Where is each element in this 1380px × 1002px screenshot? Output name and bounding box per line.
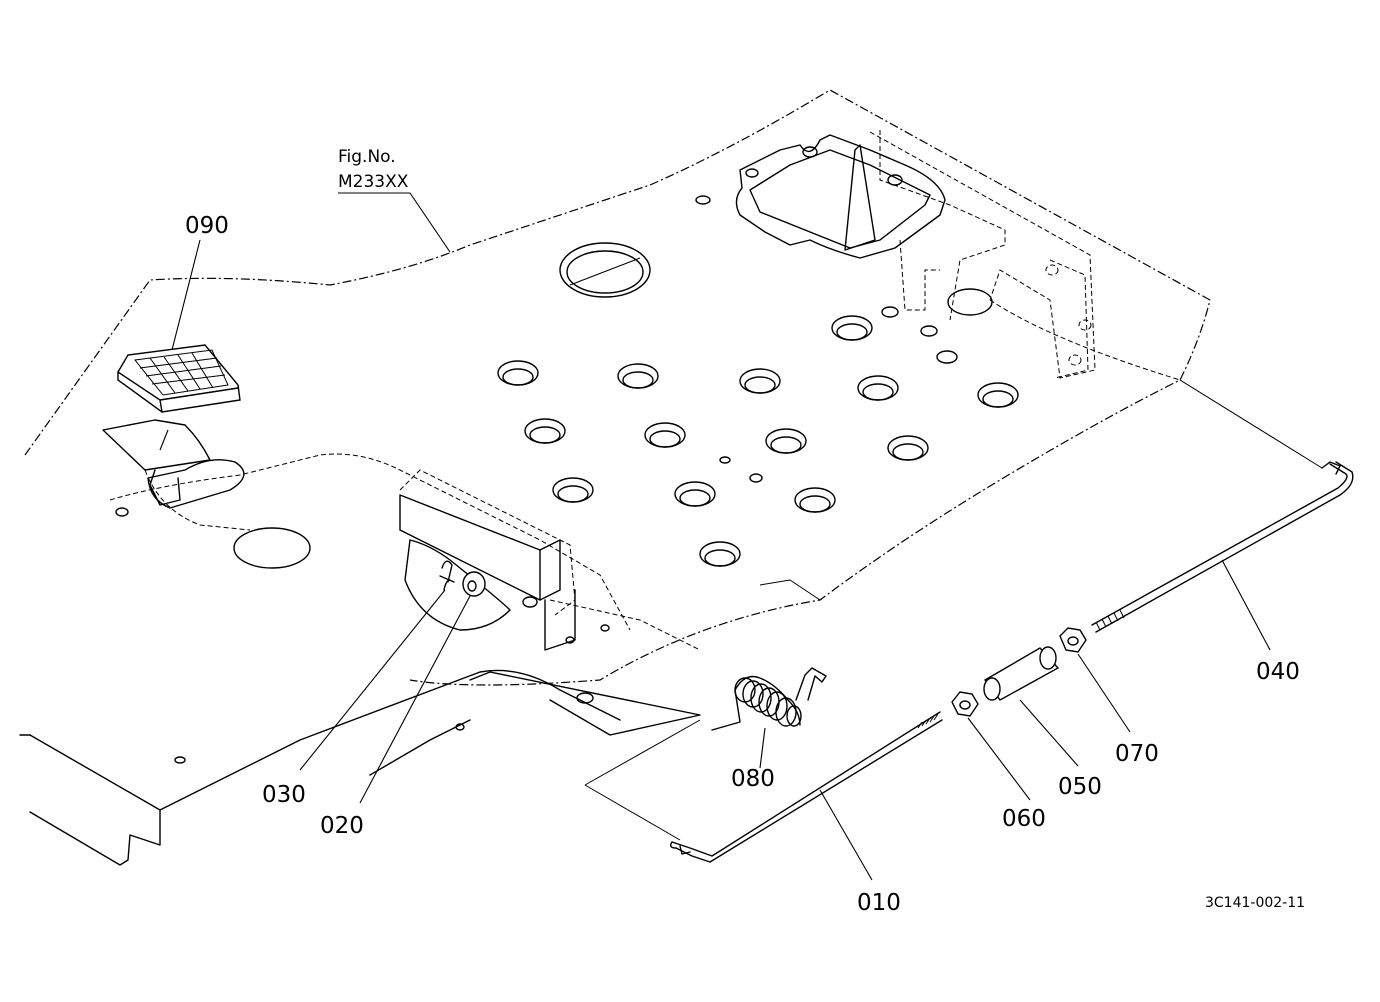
rod-010	[669, 711, 943, 863]
bracket	[369, 494, 701, 776]
grommet-row-2	[524, 418, 929, 461]
part-label-040: 040	[1256, 659, 1300, 685]
hidden-frame	[109, 453, 701, 651]
part-labels: 090 030 020 080 010 060 050 070 040	[185, 213, 1300, 916]
leader-lines	[159, 192, 1271, 881]
part-label-030: 030	[262, 782, 306, 808]
part-label-060: 060	[1002, 806, 1046, 832]
pin-030	[439, 560, 455, 591]
nut-070	[1059, 627, 1087, 653]
floor-grommets	[497, 168, 1019, 567]
grommet-row-1	[497, 315, 1019, 408]
spring-080	[711, 667, 827, 731]
pedal-bracket	[735, 130, 1181, 381]
nut-060	[951, 691, 979, 717]
fig-no-label: Fig.No.	[338, 147, 396, 167]
rod-040	[1091, 379, 1354, 633]
pedal-pad-090	[102, 344, 241, 506]
part-label-010: 010	[857, 890, 901, 916]
washer-020	[462, 571, 486, 597]
part-label-050: 050	[1058, 774, 1102, 800]
turnbuckle-050	[983, 646, 1060, 701]
pedal-cutout	[115, 459, 311, 764]
lower-plate	[584, 579, 821, 841]
part-label-070: 070	[1115, 741, 1159, 767]
part-label-090: 090	[185, 213, 229, 239]
drawing-number: 3C141-002-11	[1205, 895, 1305, 911]
part-label-020: 020	[320, 813, 364, 839]
fig-no-code: M233XX	[338, 172, 409, 192]
grommet-row-3	[552, 477, 836, 567]
floor-panel	[19, 89, 1211, 866]
part-label-080: 080	[731, 766, 775, 792]
fig-reference: Fig.No. M233XX	[338, 147, 409, 192]
